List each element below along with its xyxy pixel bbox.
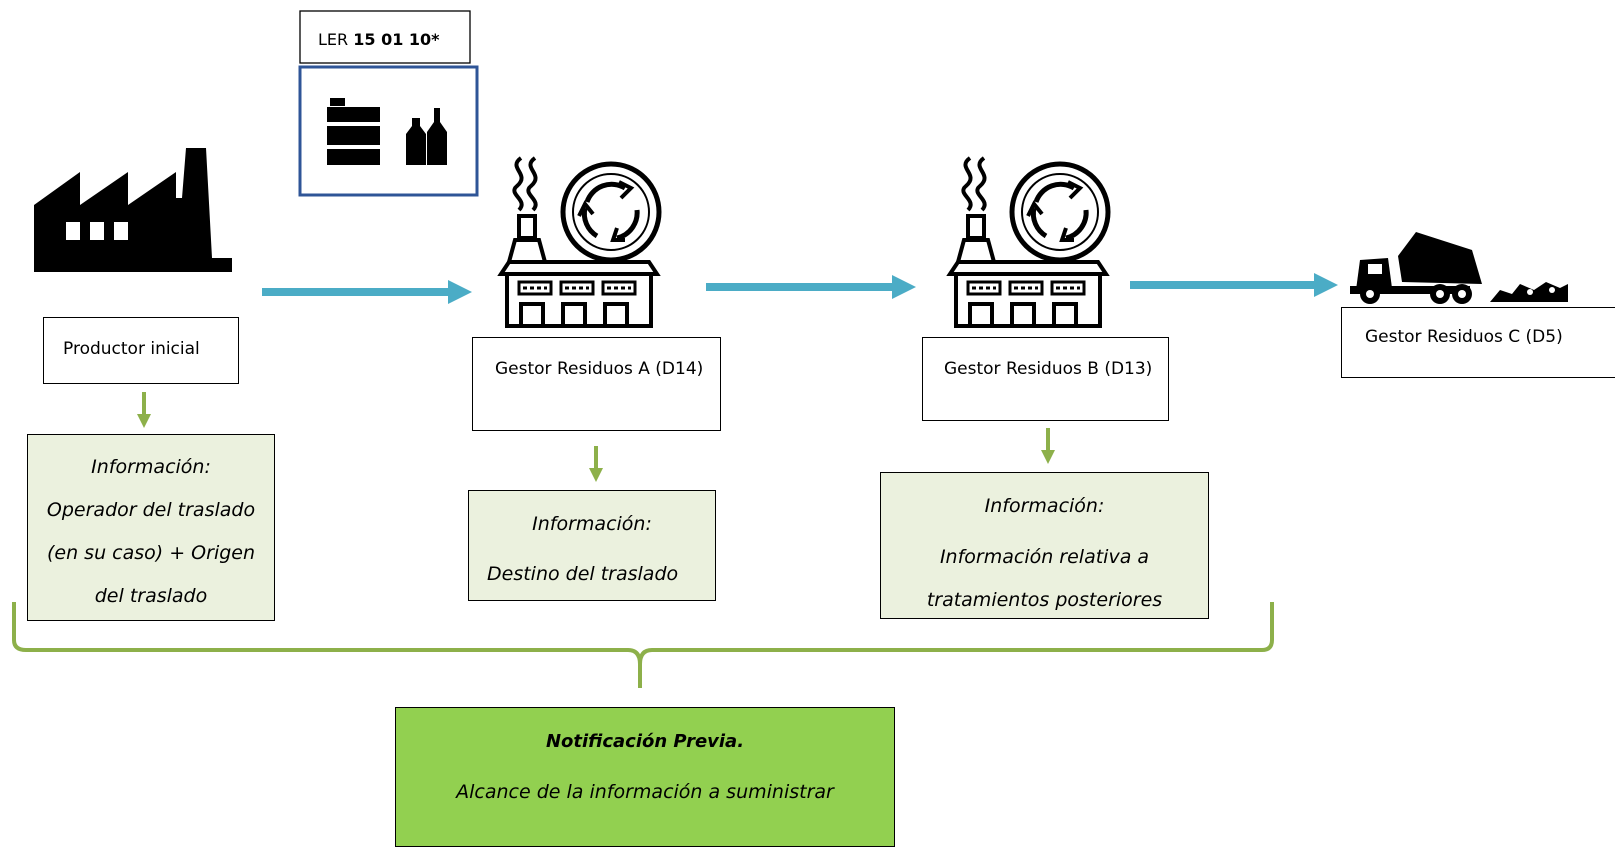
ler-code: 15 01 10*: [353, 30, 440, 49]
info-line: Operador del traslado: [46, 499, 256, 521]
info-line: Destino del traslado: [487, 563, 679, 585]
factory-icon: [34, 148, 232, 272]
notification-title: Notificación Previa.: [545, 731, 745, 752]
info-line: Información:: [984, 495, 1105, 517]
node-manager-b-box: [922, 337, 1169, 421]
info-line: Información:: [532, 513, 652, 535]
recycling-plant-icon: [950, 158, 1108, 326]
node-manager-a-box: [472, 337, 721, 431]
ler-prefix: LER: [318, 30, 354, 49]
notification-subtitle: Alcance de la información a suministrar: [456, 781, 834, 803]
node-manager-a-label: Gestor Residuos A (D14): [495, 359, 704, 379]
info-line: Información relativa a: [939, 546, 1150, 568]
info-line: Información:: [91, 456, 211, 478]
flow-arrow: [1130, 273, 1338, 297]
node-producer-box: [43, 317, 239, 384]
info-arrow: [589, 446, 603, 482]
bottles-icon: [406, 108, 447, 165]
ler-label-box: [299, 10, 471, 64]
info-box-manager-b: Información: Información relativa a trat…: [880, 472, 1209, 619]
node-manager-c-box: [1341, 307, 1615, 378]
flow-arrow: [706, 275, 916, 299]
scope-brace: [12, 602, 1274, 688]
info-line: tratamientos posteriores: [926, 589, 1163, 611]
info-arrow: [1041, 428, 1055, 464]
recycling-plant-icon: [501, 158, 659, 326]
info-box-producer: Información: Operador del traslado (en s…: [27, 434, 275, 621]
info-line: del traslado: [94, 585, 208, 607]
notification-box: Notificación Previa. Alcance de la infor…: [395, 707, 895, 847]
ler-icon-frame: [298, 65, 479, 197]
info-arrow: [137, 392, 151, 428]
oil-drum-icon: [327, 98, 380, 165]
info-box-manager-a: Información: Destino del traslado: [468, 490, 716, 601]
node-producer-label: Productor inicial: [63, 339, 200, 359]
node-manager-c-label: Gestor Residuos C (D5): [1365, 327, 1563, 347]
dump-truck-icon: [1350, 232, 1568, 304]
info-line: (en su caso) + Origen: [46, 542, 256, 564]
node-manager-b-label: Gestor Residuos B (D13): [944, 359, 1153, 379]
ler-code-label: LER 15 01 10*: [318, 30, 440, 49]
flow-arrow: [262, 280, 472, 304]
